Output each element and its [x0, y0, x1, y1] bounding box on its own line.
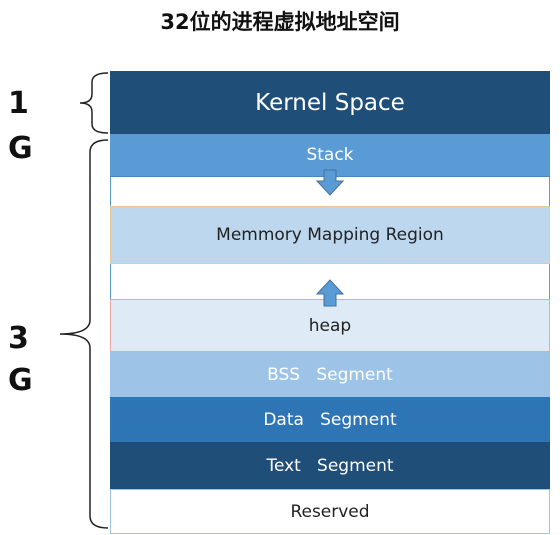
data-segment: Data Segment [110, 397, 550, 442]
bss-label: BSS Segment [267, 364, 393, 385]
diagram-title: 32位的进程虚拟地址空间 [160, 10, 400, 34]
kernel-size-number: 1 [8, 86, 29, 121]
text-label: Text Segment [266, 455, 394, 476]
user-size-unit: G [8, 363, 33, 398]
brace-icons [59, 72, 109, 529]
arrow-down-icon [315, 169, 345, 196]
arrow-up-icon [315, 279, 345, 307]
user-size-number: 3 [8, 321, 29, 356]
user-brace [59, 139, 109, 529]
heap-segment: heap [110, 299, 550, 352]
data-label: Data Segment [263, 409, 397, 430]
reserved-segment: Reserved [110, 489, 550, 534]
stack-label: Stack [306, 145, 354, 165]
heap-label: heap [308, 315, 352, 336]
kernel-brace [79, 72, 109, 134]
kernel-space-segment: Kernel Space [110, 71, 550, 134]
reserved-label: Reserved [290, 501, 370, 522]
kernel-size-unit: G [8, 131, 33, 166]
memory-mapping-segment: Memmory Mapping Region [110, 206, 550, 264]
bss-segment: BSS Segment [110, 352, 550, 397]
text-segment: Text Segment [110, 442, 550, 489]
memory-mapping-label: Memmory Mapping Region [216, 225, 444, 245]
kernel-space-label: Kernel Space [255, 89, 405, 116]
